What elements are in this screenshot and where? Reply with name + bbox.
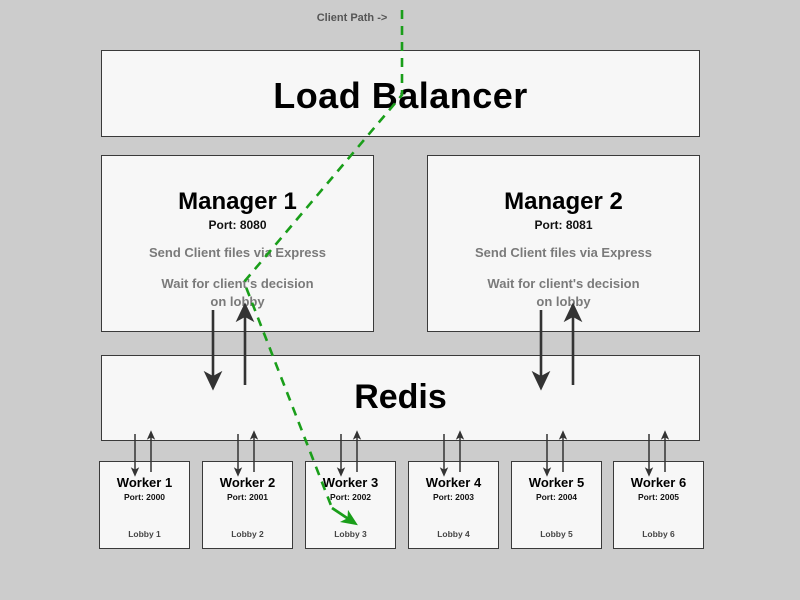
worker-4-node[interactable]: Worker 4 Port: 2003 Lobby 4 — [408, 461, 499, 549]
worker-6-lobby: Lobby 6 — [642, 529, 675, 539]
manager-1-desc-express: Send Client files via Express — [148, 245, 327, 260]
worker-6-port: Port: 2005 — [637, 492, 680, 502]
manager-2-desc-express: Send Client files via Express — [474, 245, 653, 260]
manager-2-title: Manager 2 — [504, 188, 623, 215]
worker-3-port: Port: 2002 — [329, 492, 372, 502]
worker-3-title: Worker 3 — [322, 475, 379, 490]
load-balancer-title: Load Balancer — [273, 75, 528, 116]
redis-title: Redis — [354, 378, 447, 416]
manager-2-desc-wait: Wait for client's decision on lobby — [428, 275, 699, 311]
manager-1-title: Manager 1 — [178, 188, 297, 215]
worker-6-node[interactable]: Worker 6 Port: 2005 Lobby 6 — [613, 461, 704, 549]
manager-2-desc-wait-line1: Wait for client's decision — [487, 276, 640, 291]
worker-2-lobby: Lobby 2 — [231, 529, 264, 539]
worker-4-lobby: Lobby 4 — [437, 529, 470, 539]
worker-1-port: Port: 2000 — [123, 492, 166, 502]
worker-3-lobby: Lobby 3 — [334, 529, 367, 539]
worker-5-title: Worker 5 — [528, 475, 585, 490]
redis-node[interactable]: Redis — [101, 355, 700, 441]
manager-1-desc-wait: Wait for client's decision on lobby — [102, 275, 373, 311]
client-path-label: Client Path -> — [316, 12, 388, 24]
manager-2-port: Port: 8081 — [534, 218, 593, 232]
worker-2-node[interactable]: Worker 2 Port: 2001 Lobby 2 — [202, 461, 293, 549]
worker-5-lobby: Lobby 5 — [540, 529, 573, 539]
manager-2-desc-wait-line2: on lobby — [536, 294, 591, 309]
worker-4-port: Port: 2003 — [432, 492, 475, 502]
manager-1-node[interactable]: Manager 1 Port: 8080 Send Client files v… — [101, 155, 374, 332]
load-balancer-node[interactable]: Load Balancer — [101, 50, 700, 137]
worker-1-lobby: Lobby 1 — [128, 529, 161, 539]
worker-1-node[interactable]: Worker 1 Port: 2000 Lobby 1 — [99, 461, 190, 549]
worker-2-port: Port: 2001 — [226, 492, 269, 502]
worker-5-node[interactable]: Worker 5 Port: 2004 Lobby 5 — [511, 461, 602, 549]
worker-6-title: Worker 6 — [630, 475, 687, 490]
worker-5-port: Port: 2004 — [535, 492, 578, 502]
manager-1-port: Port: 8080 — [208, 218, 267, 232]
manager-2-node[interactable]: Manager 2 Port: 8081 Send Client files v… — [427, 155, 700, 332]
worker-4-title: Worker 4 — [425, 475, 482, 490]
worker-2-title: Worker 2 — [219, 475, 276, 490]
manager-1-desc-wait-line1: Wait for client's decision — [161, 276, 314, 291]
worker-1-title: Worker 1 — [116, 475, 173, 490]
manager-1-desc-wait-line2: on lobby — [210, 294, 265, 309]
worker-3-node[interactable]: Worker 3 Port: 2002 Lobby 3 — [305, 461, 396, 549]
